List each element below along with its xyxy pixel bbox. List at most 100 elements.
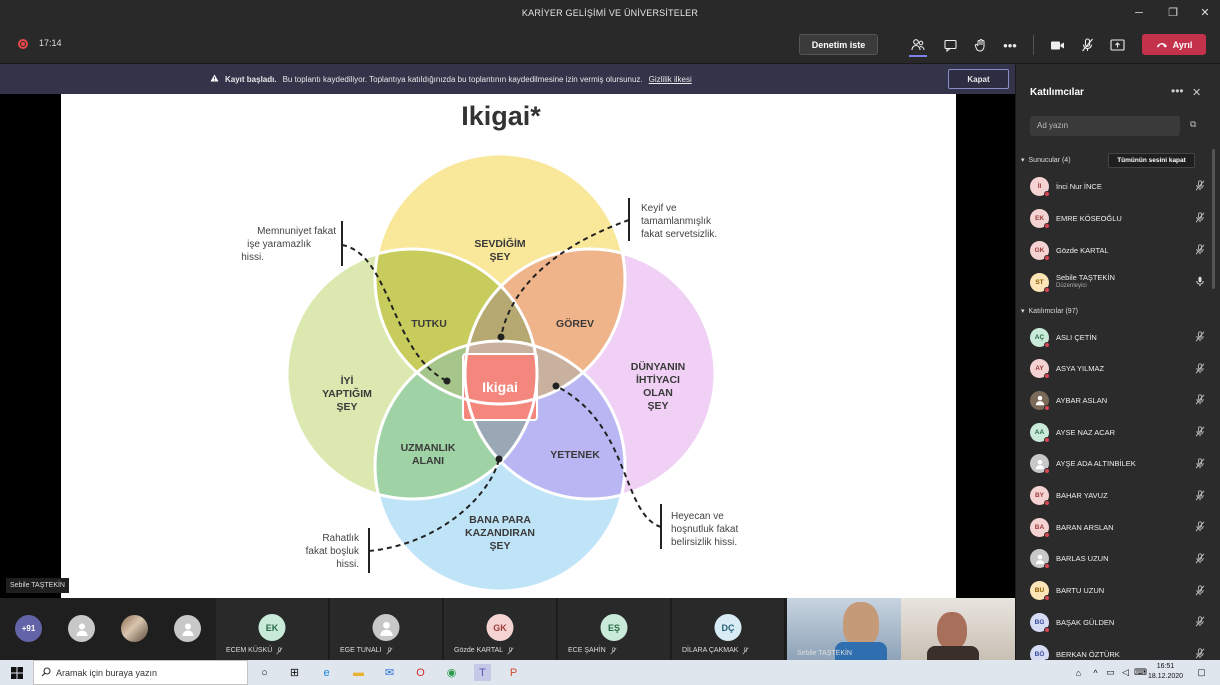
minimize-icon[interactable]: ─ xyxy=(1135,6,1143,19)
microphone-off-icon[interactable] xyxy=(1195,244,1205,258)
dismiss-banner-button[interactable]: Kapat xyxy=(948,69,1009,89)
attendees-header-label: Katılımcılar (97) xyxy=(1028,307,1078,315)
microphone-off-icon[interactable] xyxy=(1195,553,1205,567)
leave-button[interactable]: Ayrıl xyxy=(1142,34,1206,55)
microphone-off-icon[interactable] xyxy=(1195,521,1205,535)
mute-all-button[interactable]: Tümünün sesini kapat xyxy=(1108,153,1195,168)
microphone-off-icon[interactable] xyxy=(1195,584,1205,599)
active-tab-indicator xyxy=(909,55,927,57)
avatar-initials: BG xyxy=(1034,618,1045,626)
maximize-icon[interactable]: ❐ xyxy=(1168,7,1178,19)
microphone-off-icon[interactable] xyxy=(1195,616,1205,630)
label-good-at-2: YAPTIĞIM xyxy=(322,387,372,400)
raise-hand-icon[interactable] xyxy=(969,34,991,56)
presence-status-icon xyxy=(1044,286,1050,293)
close-window-icon[interactable]: ✕ xyxy=(1200,7,1210,19)
microphone-off-icon xyxy=(507,647,514,657)
more-actions-icon[interactable]: ••• xyxy=(1003,37,1017,53)
participant-avatar xyxy=(1030,549,1050,570)
chat-icon[interactable] xyxy=(939,34,961,56)
start-icon[interactable] xyxy=(8,664,25,681)
teams-icon[interactable]: T xyxy=(474,664,491,681)
cortana-icon[interactable]: ○ xyxy=(261,666,268,679)
task-view-icon[interactable]: ⊞ xyxy=(289,667,300,679)
presence-status-icon xyxy=(1044,190,1050,197)
mail-icon[interactable]: ✉ xyxy=(384,667,395,679)
participant-name-block: AYŞE ADA ALTINBİLEK xyxy=(1056,459,1136,468)
participant-name-block: AYBAR ASLAN xyxy=(1056,396,1107,405)
slide-title: Ikigai* xyxy=(461,101,541,131)
microphone-off-icon[interactable] xyxy=(1195,212,1205,226)
language-icon[interactable]: ⌨ xyxy=(1134,667,1147,677)
microphone-off-icon[interactable] xyxy=(1195,489,1205,504)
attendees-section-header[interactable]: ▾ Katılımcılar (97) xyxy=(1021,307,1078,316)
participant-tile[interactable]: EGE TUNALI xyxy=(330,598,443,660)
participant-avatar: AY xyxy=(1030,359,1050,380)
microphone-off-icon[interactable] xyxy=(1195,331,1205,345)
opera-icon[interactable]: O xyxy=(416,666,425,679)
participant-row[interactable]: AYBAR ASLAN xyxy=(1030,388,1205,412)
presenter-video-tile[interactable]: Sebile TAŞTEKİN xyxy=(787,598,1015,660)
participant-name: BARAN ARSLAN xyxy=(1056,522,1114,532)
participant-photo-avatar[interactable] xyxy=(121,615,148,642)
chevron-up-icon[interactable]: ^ xyxy=(1093,667,1098,678)
share-screen-icon[interactable] xyxy=(1106,34,1128,56)
presence-status-icon xyxy=(1044,254,1050,261)
privacy-policy-link[interactable]: Gizlilik ilkesi xyxy=(648,74,692,84)
people-icon[interactable]: ⌂ xyxy=(1075,667,1082,678)
request-control-button[interactable]: Denetim iste xyxy=(799,34,878,55)
participants-icon[interactable] xyxy=(907,34,929,56)
presenters-section-header[interactable]: ▾ Sunucular (4) xyxy=(1021,156,1071,165)
panel-scrollbar[interactable] xyxy=(1212,149,1215,289)
edge-icon[interactable]: e xyxy=(323,666,330,679)
participant-avatar[interactable] xyxy=(174,615,201,642)
panel-more-icon[interactable]: ••• xyxy=(1171,84,1184,98)
system-clock[interactable]: 16:51 18.12.2020 xyxy=(1148,662,1183,682)
notifications-icon[interactable]: ▢ xyxy=(1197,667,1206,677)
microphone-off-icon[interactable] xyxy=(1195,180,1205,194)
microphone-icon[interactable] xyxy=(1195,276,1205,290)
participant-name: EGE TUNALI xyxy=(340,647,382,654)
volume-icon[interactable]: ◁ xyxy=(1122,667,1129,677)
file-explorer-icon[interactable]: ▬ xyxy=(353,666,364,679)
label-profession-1: UZMANLIK xyxy=(401,442,456,454)
participant-avatar[interactable] xyxy=(68,615,95,642)
copy-link-icon[interactable]: ⧉ xyxy=(1190,119,1197,129)
label-ikigai: Ikigai xyxy=(482,379,518,395)
panel-close-icon[interactable]: ✕ xyxy=(1192,87,1202,99)
microphone-off-icon[interactable] xyxy=(1195,394,1205,408)
camera-icon[interactable] xyxy=(1046,34,1068,56)
more-participants-badge[interactable]: +91 xyxy=(15,615,42,642)
powerpoint-icon[interactable]: P xyxy=(509,666,518,679)
network-icon[interactable]: ▭ xyxy=(1106,667,1115,677)
participant-name: BAHAR YAVUZ xyxy=(1056,491,1108,500)
participant-name-block: BAŞAK GÜLDEN xyxy=(1056,618,1114,627)
microphone-off-icon[interactable] xyxy=(1195,648,1205,662)
microphone-off-icon[interactable] xyxy=(1076,34,1098,56)
microphone-off-icon[interactable] xyxy=(1195,426,1205,440)
participant-search-input[interactable]: Ad yazın xyxy=(1030,116,1180,136)
taskbar-search-input[interactable]: Aramak için buraya yazın xyxy=(33,660,248,685)
microphone-off-icon[interactable] xyxy=(1195,458,1205,472)
participant-name: DİLARA ÇAKMAK xyxy=(682,647,739,654)
participant-row[interactable]: BG BAŞAK GÜLDEN xyxy=(1030,610,1205,634)
microphone-off-icon[interactable] xyxy=(1195,363,1205,377)
participant-row[interactable]: AYŞE ADA ALTINBİLEK xyxy=(1030,452,1205,476)
participant-name-block: BARLAS UZUN xyxy=(1056,554,1109,563)
chrome-icon[interactable]: ◉ xyxy=(446,667,457,679)
participant-row[interactable]: BARLAS UZUN xyxy=(1030,547,1205,571)
